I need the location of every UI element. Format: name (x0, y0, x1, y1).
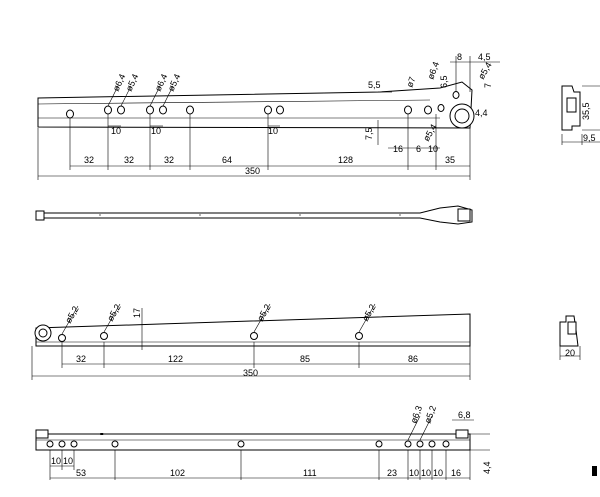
v1-dim-32a: 32 (84, 155, 94, 165)
v4-left-10b: 10 (63, 456, 73, 466)
svg-text:=: = (100, 432, 104, 438)
v1-v7: 7 (483, 83, 493, 88)
v3-dim-122: 122 (168, 354, 183, 364)
v4-dim-10c: 10 (433, 468, 443, 478)
v4-dim-23: 23 (387, 468, 397, 478)
v1-v75: 7,5 (364, 127, 374, 140)
corner-mark (592, 466, 597, 476)
v1-h6: 6 (416, 144, 421, 154)
v3-hole-c: ø5,2 (255, 302, 273, 323)
v1-ten-c: 10 (268, 126, 278, 136)
v4-dim-53: 53 (76, 468, 86, 478)
side2-w: 20 (565, 348, 575, 358)
v4-dim-111: 111 (303, 468, 317, 478)
v4-dim-102: 102 (170, 468, 185, 478)
side1-h: 35,5 (581, 102, 591, 120)
v1-dim-32b: 32 (124, 155, 134, 165)
view-1-rail: 32 32 32 64 128 35 350 10 10 10 ø6,4 ø5,… (37, 52, 500, 180)
v1-h10: 10 (428, 144, 438, 154)
v1-hole-54a: ø5,4 (124, 72, 141, 93)
v1-v45: 4,5 (478, 52, 491, 62)
v4-r68: 6,8 (458, 410, 471, 420)
side-profile-1: 35,5 9,5 (561, 85, 600, 145)
v4-dim-10b: 10 (421, 468, 431, 478)
v3-hole-d: ø5,2 (360, 302, 378, 323)
v4-dim-16: 16 (451, 468, 461, 478)
v3-dim-86: 86 (408, 354, 418, 364)
v1-dim-32c: 32 (164, 155, 174, 165)
side-profile-2: 20 (559, 315, 581, 360)
v1-ten-a: 10 (111, 126, 121, 136)
v3-dim-85: 85 (300, 354, 310, 364)
v1-v44: 4,4 (475, 108, 488, 118)
view-3-rail: ø5,2 ø5,2 ø5,2 ø5,2 17 32 122 85 86 350 (31, 302, 471, 380)
v1-dim-35: 35 (445, 155, 455, 165)
v4-r44: 4,4 (482, 461, 492, 474)
v1-v8: 8 (457, 52, 462, 62)
v1-dim-350: 350 (245, 166, 260, 176)
v1-d7: ø7 (404, 75, 417, 88)
view-2-rail-top (35, 205, 473, 225)
v1-v55: 5,5 (368, 80, 381, 90)
v3-h17: 17 (132, 308, 142, 318)
v4-hole-52: ø5,2 (422, 404, 438, 424)
v4-left-10a: 10 (51, 456, 61, 466)
v3-hole-b: ø5,2 (105, 302, 123, 323)
view-4-rail: = ø6,3 ø5,2 6,8 4,4 10 10 53 102 111 23 … (35, 404, 492, 480)
v1-h16: 16 (393, 144, 403, 154)
v1-dim-128: 128 (338, 155, 353, 165)
v1-v65: 6,5 (439, 75, 449, 88)
v1-ten-b: 10 (151, 126, 161, 136)
v3-dim-350: 350 (243, 368, 258, 378)
side1-w: 9,5 (583, 133, 596, 143)
v1-dim-64: 64 (222, 155, 232, 165)
v1-d54: ø5,4 (476, 60, 494, 81)
v3-dim-32: 32 (76, 354, 86, 364)
v1-hole-54b: ø5,4 (166, 72, 183, 93)
v3-hole-a: ø5,2 (63, 304, 81, 325)
v4-dim-10a: 10 (409, 468, 419, 478)
